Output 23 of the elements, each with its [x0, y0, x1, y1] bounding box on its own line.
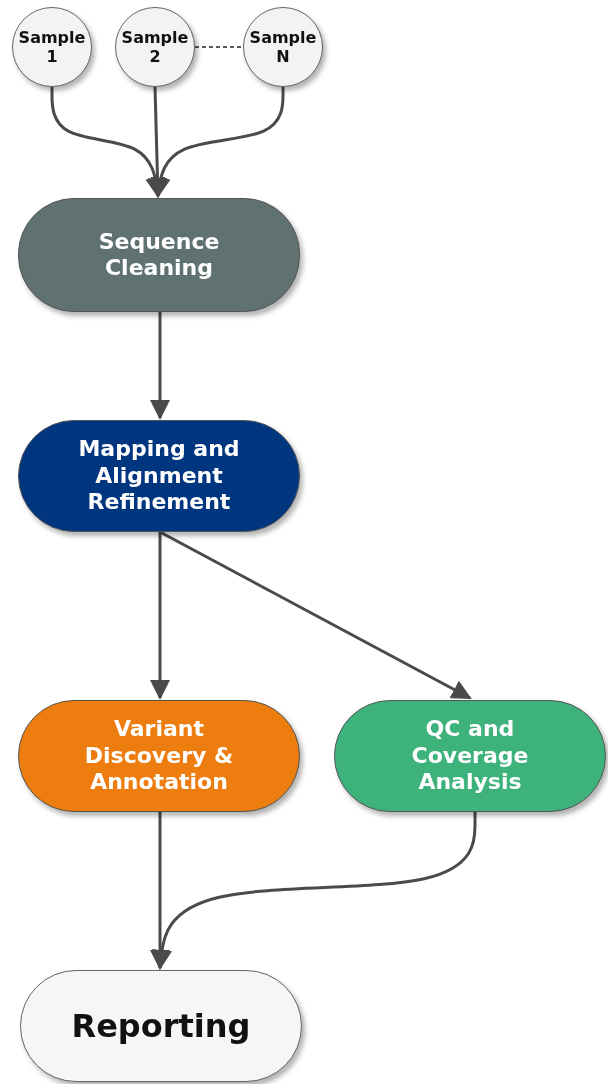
- process-pill: [18, 700, 300, 812]
- sample-circle: [115, 7, 195, 87]
- process-pill: [18, 420, 300, 532]
- sample-circle: [12, 7, 92, 87]
- node-label: Mapping and Alignment Refinement: [77, 436, 241, 516]
- process-pill: [334, 700, 606, 812]
- terminal-pill: [20, 970, 302, 1082]
- arrow: [159, 530, 472, 700]
- node-label: Sample 1: [17, 27, 87, 67]
- arrow: [147, 86, 168, 198]
- node-label: Variant Discovery & Annotation: [83, 716, 235, 796]
- node-label: Sequence Cleaning: [97, 228, 221, 282]
- process-pill: [18, 198, 300, 312]
- arrow: [150, 87, 285, 198]
- arrow: [150, 312, 170, 420]
- node-label: Reporting: [71, 1006, 251, 1046]
- node-label: Sample N: [248, 27, 318, 67]
- node-label: Sample 2: [120, 27, 190, 67]
- arrow: [152, 812, 477, 970]
- connector-line: [194, 46, 244, 48]
- arrow: [150, 532, 170, 700]
- node-label: QC and Coverage Analysis: [410, 716, 530, 796]
- sample-circle: [243, 7, 323, 87]
